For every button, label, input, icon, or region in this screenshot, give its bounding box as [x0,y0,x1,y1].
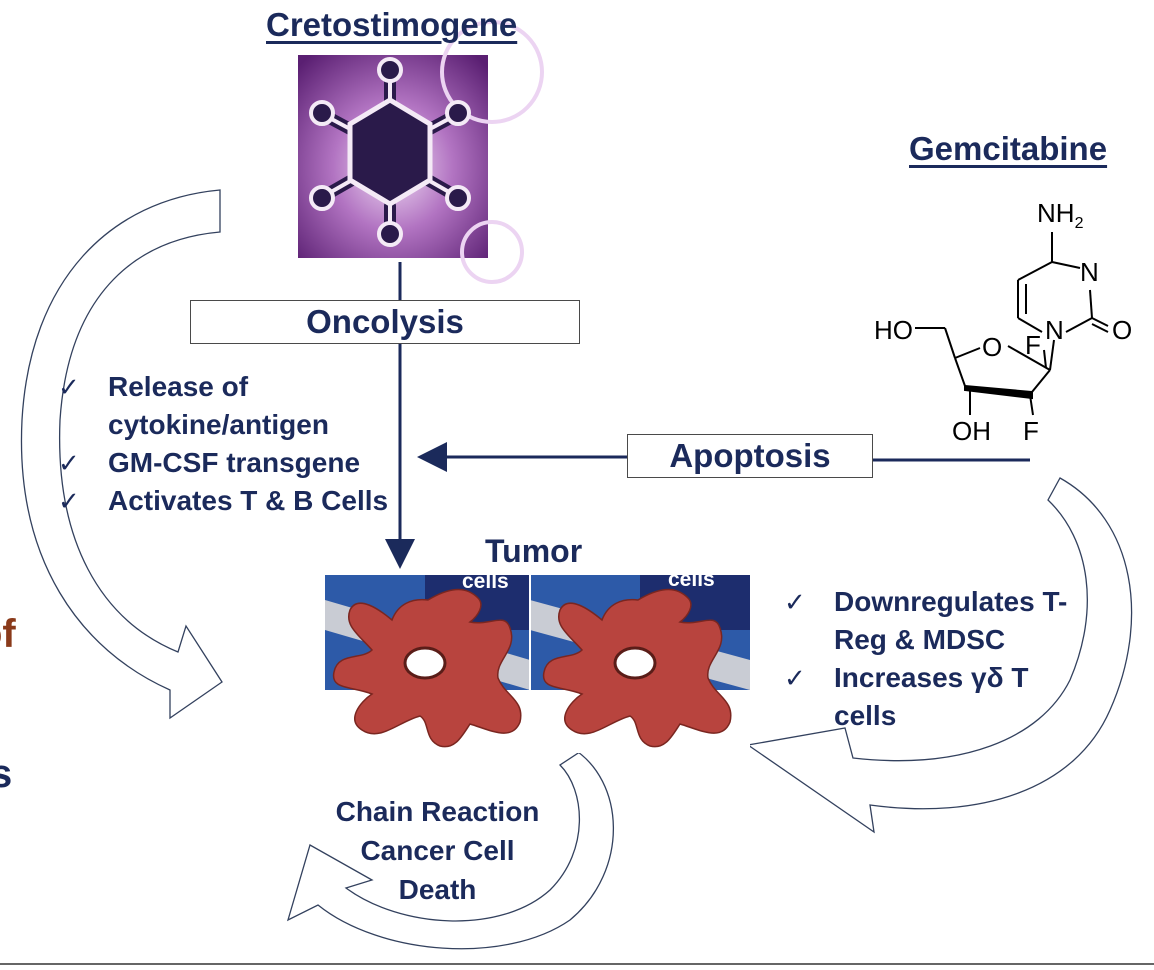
right-bullet-list: ✓ Downregulates T-Reg & MDSC ✓ Increases γ… [784,583,1084,735]
list-item: ✓ GM-CSF transgene [58,444,408,482]
mol-f-top: F [1025,330,1041,360]
list-item: ✓ Downregulates T-Reg & MDSC [784,583,1084,659]
list-item: ✓ Activates T & B Cells [58,482,408,520]
mol-o-carbonyl: O [1112,315,1133,345]
check-icon: ✓ [58,448,80,478]
mol-o-ring: O [982,332,1003,362]
check-icon: ✓ [784,587,806,617]
gemcitabine-heading: Gemcitabine [909,130,1108,167]
mol-nh2: NH2 [1037,198,1084,233]
cutoff-text-s: s [0,752,13,796]
check-icon: ✓ [784,663,806,693]
apoptosis-box: Apoptosis [627,434,873,478]
oncolysis-box: Oncolysis [190,300,580,344]
mol-oh: OH [952,416,991,446]
tumor-heading: Tumor [485,533,583,569]
list-item: ✓ Release of cytokine/antigen [58,368,408,444]
tumor-panel-text-left: cells [462,570,509,593]
list-item: ✓ Increases γδ T cells [784,659,1084,735]
tumor-image-left [325,575,530,753]
bullet-text: Increases γδ T cells [834,662,1029,731]
cretostimogene-heading: Cretostimogene [266,6,518,43]
gemcitabine-structure [915,232,1109,416]
chain-reaction-line: Chain Reaction [335,796,540,827]
curved-arrow-bottom [286,739,615,950]
mol-n-top: N [1080,257,1099,287]
chain-reaction-line: Death [398,874,477,905]
virus-image [298,20,544,284]
curved-arrow-left [20,189,223,720]
mol-n-ring: N [1045,315,1064,345]
mol-ho: HO [874,315,913,345]
check-icon: ✓ [58,372,80,402]
left-bullet-list: ✓ Release of cytokine/antigen ✓ GM-CSF tra… [58,368,408,520]
curved-arrow-right [746,477,1133,834]
tumor-panel-text-right: cells [668,568,715,591]
bullet-text: Release of cytokine/antigen [108,371,329,440]
bullet-text: Downregulates T-Reg & MDSC [834,586,1068,655]
bullet-text: GM-CSF transgene [108,447,361,478]
tumor-image-right [530,575,750,753]
cutoff-text-of: of [0,612,16,656]
mol-f-bottom: F [1023,416,1039,446]
bullet-text: Activates T & B Cells [108,485,389,516]
check-icon: ✓ [58,486,80,516]
chain-reaction-label: Chain Reaction Cancer Cell Death [310,792,565,909]
chain-reaction-line: Cancer Cell [360,835,515,866]
